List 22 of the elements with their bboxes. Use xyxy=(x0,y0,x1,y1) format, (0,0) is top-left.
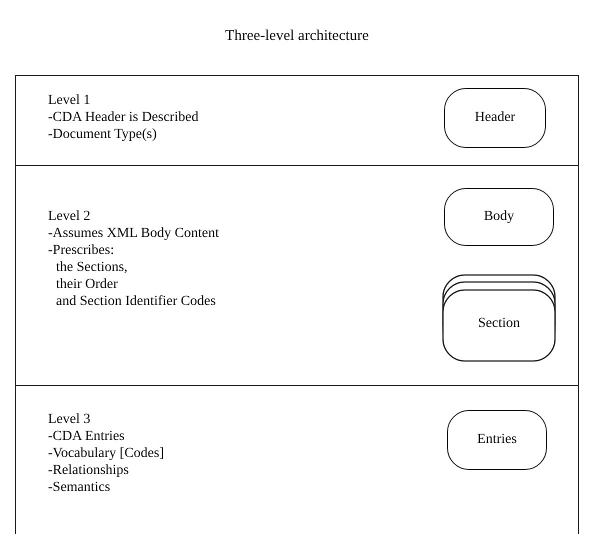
level-item-text: -Document Type(s) xyxy=(48,126,157,143)
level-item-text: the Sections, xyxy=(56,259,128,276)
level-heading: Level 2 xyxy=(48,208,90,225)
box-label: Section xyxy=(477,316,521,332)
level-band xyxy=(15,165,579,386)
level-item-text: their Order xyxy=(56,276,118,293)
level-item-text: -Vocabulary [Codes] xyxy=(48,445,164,462)
rounded-box: Header xyxy=(444,88,546,148)
level-item-text: and Section Identifier Codes xyxy=(56,293,216,310)
level-heading: Level 3 xyxy=(48,411,90,428)
level-item-text: -CDA Entries xyxy=(48,428,125,445)
level-item-text: -Prescribes: xyxy=(48,242,114,259)
level-item-text: -Relationships xyxy=(48,462,129,479)
level-band xyxy=(15,75,579,166)
level-item-text: -Semantics xyxy=(48,479,110,496)
rounded-box: Body xyxy=(444,188,554,246)
rounded-box: Entries xyxy=(447,410,547,470)
level-band xyxy=(15,385,579,534)
diagram-title: Three-level architecture xyxy=(224,28,370,45)
level-heading: Level 1 xyxy=(48,92,90,109)
level-item-text: -Assumes XML Body Content xyxy=(48,225,219,242)
level-item-text: -CDA Header is Described xyxy=(48,109,198,126)
